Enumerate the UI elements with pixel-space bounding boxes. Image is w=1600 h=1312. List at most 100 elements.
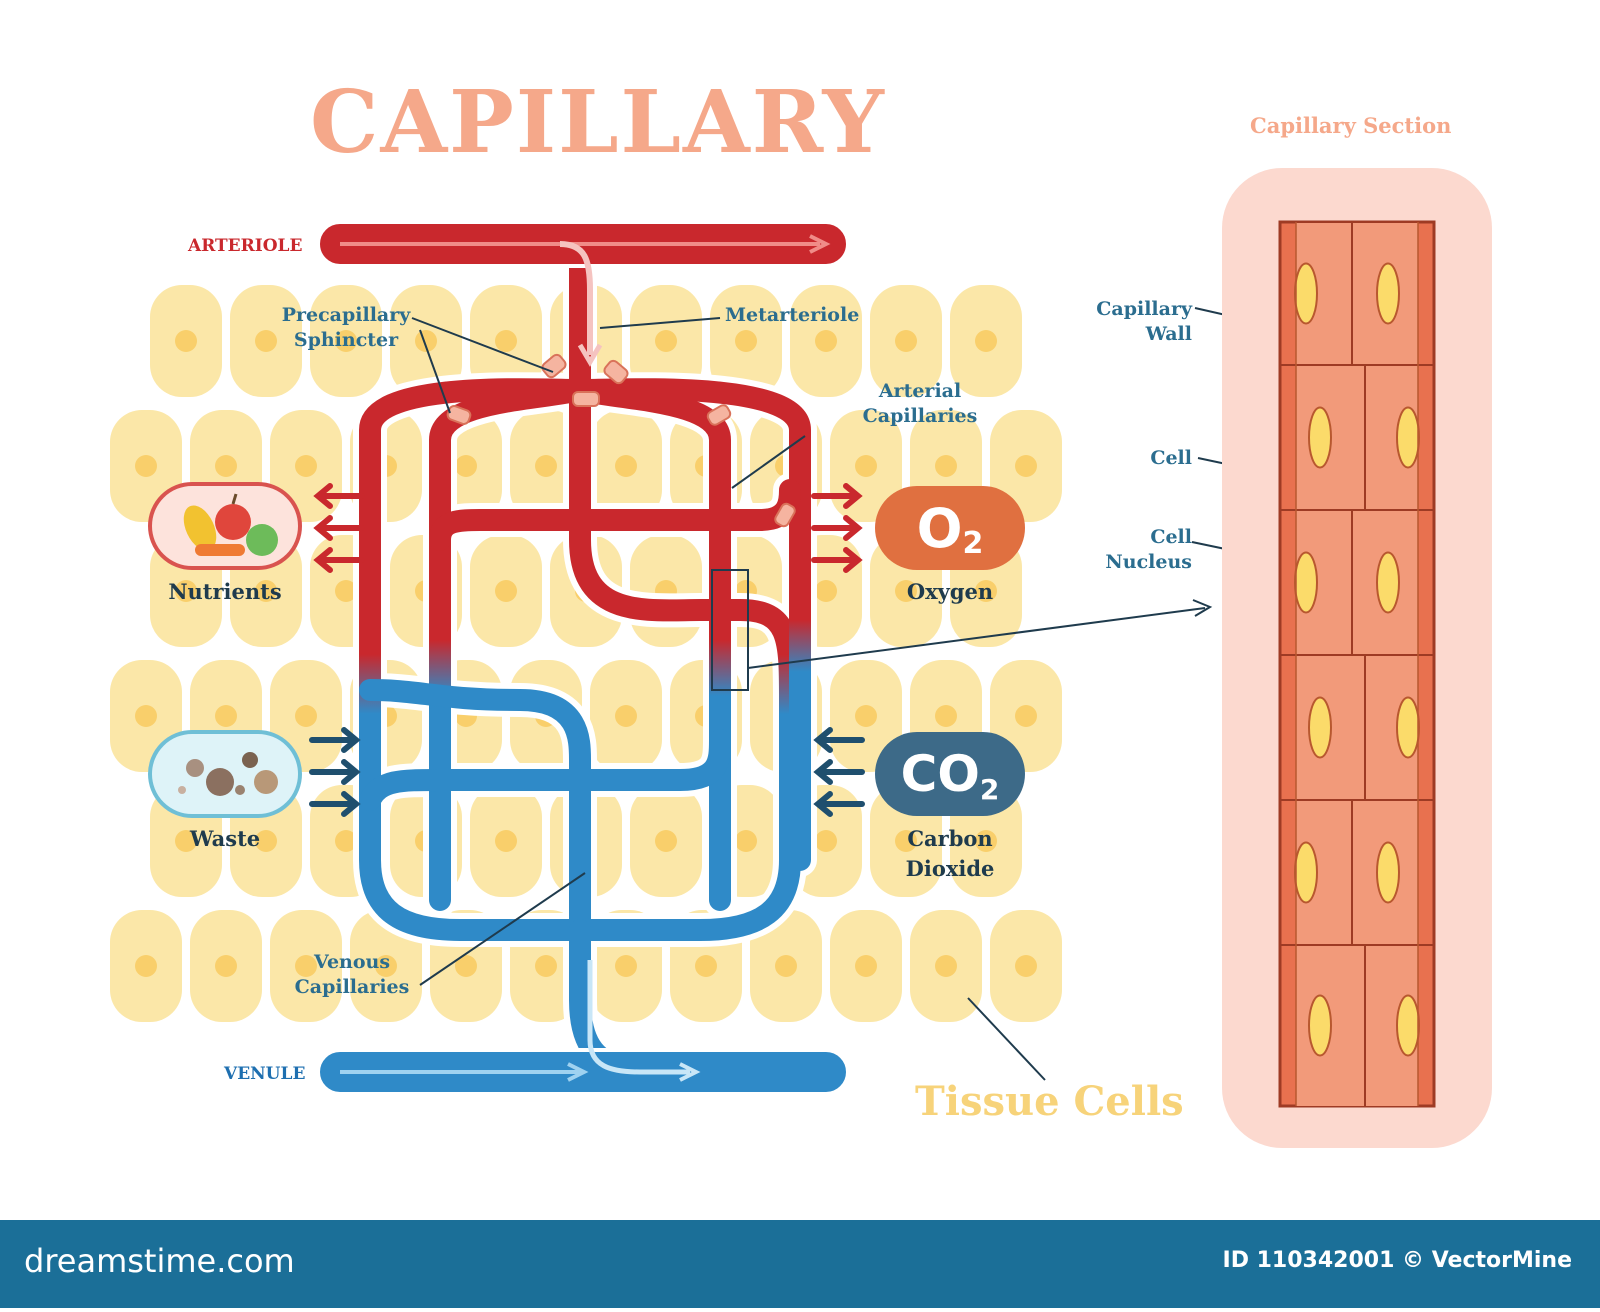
tissue-cell-nucleus: [615, 955, 637, 977]
venous-line1: Venous: [313, 951, 391, 973]
apple-icon: [215, 504, 251, 540]
tissue-cell-nucleus: [655, 330, 677, 352]
cell-nucleus: [1396, 406, 1420, 469]
tissue-cell-nucleus: [975, 580, 997, 602]
nucleus-line2: Nucleus: [1105, 551, 1192, 573]
cell-nucleus: [1396, 994, 1420, 1057]
venule-label: VENULE: [224, 1064, 306, 1084]
tissue-cell-nucleus: [975, 330, 997, 352]
tissue-cell-nucleus: [895, 330, 917, 352]
capillary-wall-label: Capillary Wall: [1080, 297, 1192, 347]
corn-icon: [183, 505, 217, 551]
tissue-cells-label: Tissue Cells: [915, 1078, 1184, 1125]
venule-vessel: [316, 960, 850, 1096]
arterial-line1: Arterial: [878, 380, 962, 402]
capillary-wall: [1278, 220, 1436, 1108]
tissue-cell-nucleus: [255, 580, 277, 602]
tissue-cell-nucleus: [815, 330, 837, 352]
arterial-capillaries-label: Arterial Capillaries: [860, 379, 980, 429]
wall-line1: Capillary: [1096, 298, 1192, 320]
tissue-cell-nucleus: [495, 330, 517, 352]
cell-label: Cell: [1150, 447, 1192, 469]
tissue-cell-nucleus: [815, 830, 837, 852]
tissue-cell-nucleus: [215, 955, 237, 977]
tissue-cell-nucleus: [735, 330, 757, 352]
tissue-cell-nucleus: [935, 705, 957, 727]
footer-brand[interactable]: dreamstime.com: [24, 1242, 295, 1280]
tissue-cell-nucleus: [455, 955, 477, 977]
tissue-cell-nucleus: [295, 705, 317, 727]
tissue-cell-nucleus: [855, 955, 877, 977]
cell-nucleus: [1294, 551, 1318, 614]
carbon-line1: Carbon: [907, 826, 993, 851]
zoom-window: [711, 569, 749, 691]
tissue-cell-nucleus: [295, 955, 317, 977]
tissue-cell-nucleus: [695, 955, 717, 977]
cell-nucleus: [1308, 406, 1332, 469]
co2-symbol: CO: [900, 745, 980, 803]
tissue-cell-nucleus: [855, 705, 877, 727]
metarteriole-label: Metarteriole: [725, 304, 860, 326]
cell-nucleus: [1294, 841, 1318, 904]
tissue-cell-nucleus: [175, 330, 197, 352]
tissue-cell-nucleus: [1015, 955, 1037, 977]
cell-nucleus: [1376, 551, 1400, 614]
co2-subscript: 2: [979, 772, 1000, 806]
tissue-cell-nucleus: [215, 705, 237, 727]
tissue-cell-nucleus: [1015, 455, 1037, 477]
tissue-cell-nucleus: [335, 330, 357, 352]
tissue-cell-nucleus: [975, 830, 997, 852]
carbon-dioxide-label: Carbon Dioxide: [875, 824, 1025, 884]
tissue-cell-nucleus: [335, 580, 357, 602]
oxygen-subscript: 2: [962, 525, 984, 561]
tissue-cell-nucleus: [335, 830, 357, 852]
venous-line2: Capillaries: [294, 976, 410, 998]
tissue-cell-nucleus: [375, 955, 397, 977]
cell-nucleus: [1308, 994, 1332, 1057]
tissue-cell-nucleus: [735, 830, 757, 852]
carrot-icon: [195, 544, 245, 556]
arteriole-label: ARTERIOLE: [188, 236, 303, 256]
capillary-wall-inner: [1296, 222, 1418, 1106]
footer-bar: dreamstime.com ID 110342001 © VectorMine: [0, 1220, 1600, 1308]
tissue-cell-nucleus: [415, 330, 437, 352]
tissue-cell-nucleus: [255, 330, 277, 352]
arterial-line2: Capillaries: [862, 405, 978, 427]
tissue-cell-nucleus: [1015, 705, 1037, 727]
tissue-cell-nucleus: [215, 455, 237, 477]
tissue-cell-nucleus: [855, 455, 877, 477]
tissue-cell-nucleus: [615, 705, 637, 727]
cell-nucleus: [1294, 262, 1318, 325]
cell-nucleus-label: Cell Nucleus: [1080, 525, 1192, 575]
exchange-arrows-outward: [313, 483, 863, 573]
nucleus-line1: Cell: [1150, 526, 1192, 548]
waste-label: Waste: [189, 826, 261, 851]
section-title: Capillary Section: [1250, 113, 1452, 138]
broccoli-icon: [246, 524, 278, 556]
carbon-dioxide-badge: [875, 732, 1025, 816]
tissue-cell-nucleus: [135, 705, 157, 727]
tissue-cell-nucleus: [535, 955, 557, 977]
tissue-cell-nucleus: [895, 830, 917, 852]
tissue-cell-nucleus: [935, 455, 957, 477]
tissue-cell-nucleus: [935, 955, 957, 977]
precapillary-sphincters: [446, 353, 796, 528]
tissue-cell-nucleus: [455, 455, 477, 477]
tissue-cell-nucleus: [775, 955, 797, 977]
exchange-arrows-inward: [309, 727, 865, 817]
footer-credit: ID 110342001 © VectorMine: [1222, 1248, 1572, 1273]
zoom-arrow: [747, 607, 1206, 669]
tissue-cell-nucleus: [495, 580, 517, 602]
tissue-cell-nucleus: [255, 830, 277, 852]
oxygen-label: Oxygen: [906, 579, 994, 604]
oxygen-badge: [875, 486, 1025, 570]
tissue-cell-nucleus: [535, 455, 557, 477]
carbon-line2: Dioxide: [905, 856, 995, 881]
tissue-cell-nucleus: [175, 580, 197, 602]
wall-line2: Wall: [1145, 323, 1192, 345]
precapillary-line1: Precapillary: [281, 304, 411, 326]
